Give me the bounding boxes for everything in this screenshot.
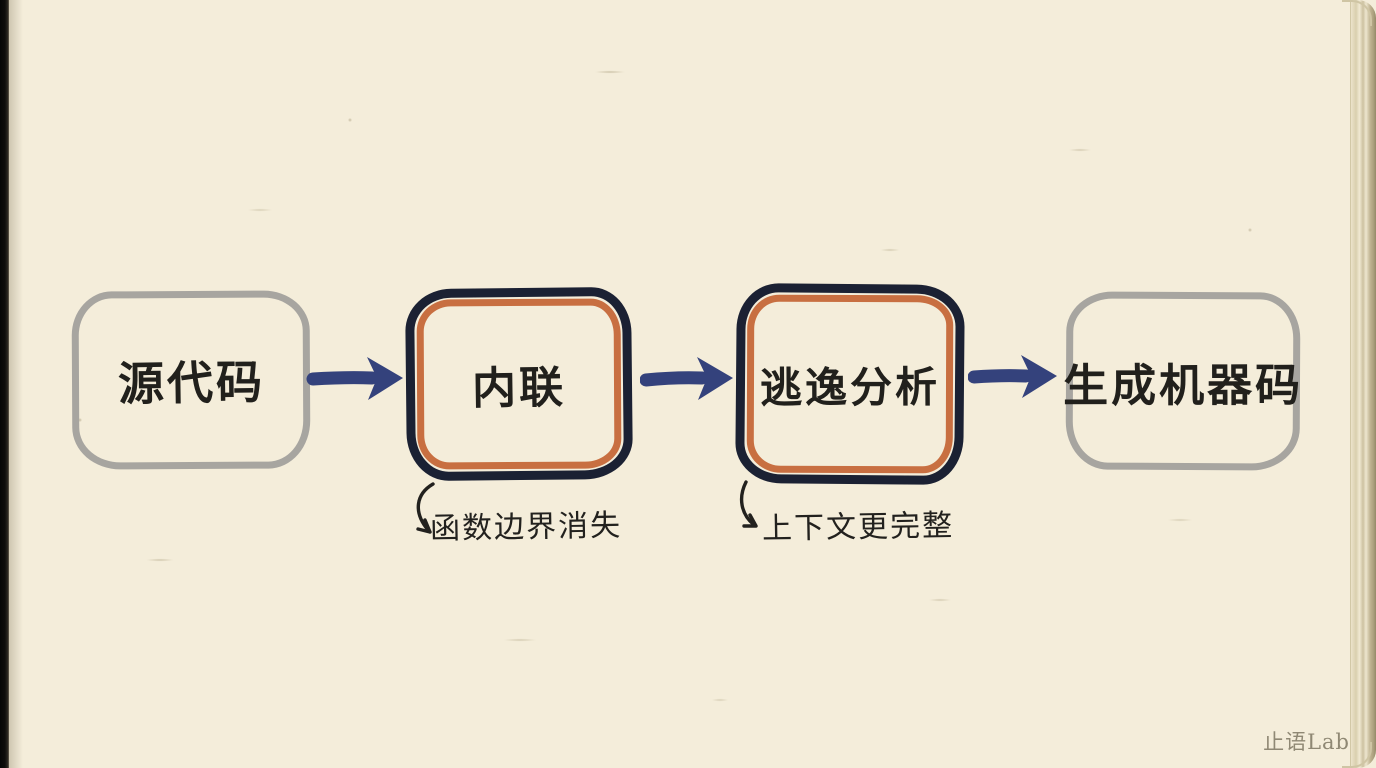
flow-node-label: 生成机器码 (1062, 358, 1304, 412)
annotation-text: 上下文更完整 (761, 508, 955, 547)
flow-node-label: 内联 (471, 362, 567, 415)
flow-node-source-code: 源代码 (71, 290, 311, 470)
flow-node-inlining: 内联 (405, 286, 633, 482)
watermark: 止语Lab (1263, 730, 1350, 754)
flow-node-label: 源代码 (117, 354, 265, 412)
binding-shadow (9, 0, 23, 768)
arrow-right-icon (968, 355, 1057, 398)
arrow-right-icon (640, 357, 733, 400)
flow-node-inner-border: 逃逸分析 (746, 294, 954, 474)
book-binding-edge (0, 0, 9, 768)
page-stack-edge (1350, 0, 1376, 768)
flow-node-inner-border: 内联 (416, 298, 622, 470)
flow-node-codegen: 生成机器码 (1062, 291, 1304, 471)
flow-node-escape-analysis: 逃逸分析 (735, 283, 965, 485)
arrow-right-icon (306, 357, 403, 400)
flow-node-label: 逃逸分析 (759, 362, 941, 412)
annotation-text: 函数边界消失 (429, 508, 623, 547)
